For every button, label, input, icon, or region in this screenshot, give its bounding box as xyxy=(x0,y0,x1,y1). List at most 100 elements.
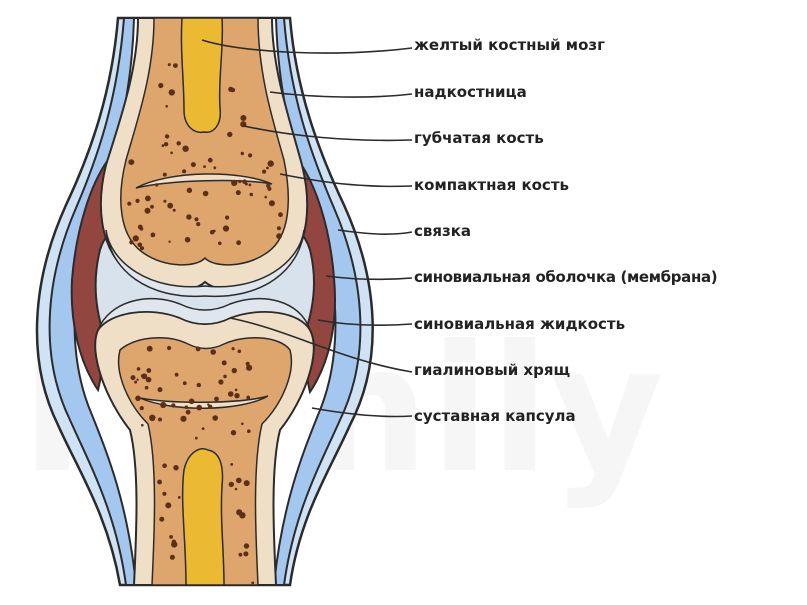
label-ligament: связка xyxy=(414,222,472,240)
label-synovial-membrane: синовиальная оболочка (мембрана) xyxy=(414,268,718,286)
pore-dot xyxy=(167,345,172,351)
pore-dot xyxy=(169,554,175,560)
leader-hyaline-cartilage xyxy=(229,317,413,373)
pore-dot xyxy=(172,208,176,212)
pore-dot xyxy=(157,479,163,485)
pore-dot xyxy=(176,141,181,146)
pore-dot xyxy=(236,477,242,484)
pore-dot xyxy=(242,179,247,184)
pore-dot xyxy=(268,200,275,207)
pore-dot xyxy=(231,179,238,186)
pore-dot xyxy=(194,436,198,440)
label-periosteum: надкостница xyxy=(414,83,527,101)
pore-dot xyxy=(240,115,247,121)
pore-dot xyxy=(163,142,169,147)
pore-dot xyxy=(251,581,255,585)
pore-dot xyxy=(234,388,238,392)
pore-dot xyxy=(266,166,269,170)
pore-dot xyxy=(139,406,144,411)
pore-dot xyxy=(213,166,217,170)
leader-compact-bone xyxy=(279,173,413,188)
pore-dot xyxy=(227,131,233,138)
leader-spongy-bone xyxy=(243,125,413,142)
pore-dot xyxy=(210,349,216,355)
upper-cartilage xyxy=(105,229,305,298)
pore-dot xyxy=(168,240,171,243)
pore-dot xyxy=(170,151,173,155)
pore-dot xyxy=(190,162,196,168)
pore-dot xyxy=(162,463,167,469)
pore-dot xyxy=(228,86,234,92)
pore-dot xyxy=(150,204,154,209)
pore-dot xyxy=(150,232,156,238)
leader-joint-capsule xyxy=(311,407,413,418)
label-spongy-bone: губчатая кость xyxy=(414,129,544,147)
pore-dot xyxy=(165,105,168,108)
pore-dot xyxy=(276,233,282,240)
pore-dot xyxy=(212,415,218,421)
pore-dot xyxy=(267,186,272,191)
pore-dot xyxy=(135,198,140,203)
pore-dot xyxy=(165,502,172,509)
pore-dot xyxy=(173,63,178,68)
pore-dot xyxy=(177,496,181,499)
pore-dot xyxy=(146,345,153,352)
pore-dot xyxy=(180,415,187,422)
pore-dot xyxy=(196,382,201,388)
pore-dot xyxy=(218,379,224,385)
pore-dot xyxy=(221,360,227,366)
pore-dot xyxy=(136,367,141,371)
pore-dot xyxy=(231,347,235,351)
pore-dot xyxy=(194,217,199,222)
label-synovial-fluid: синовиальная жидкость xyxy=(414,315,626,333)
pore-dot xyxy=(230,463,234,466)
pore-dot xyxy=(132,235,139,242)
leader-lines xyxy=(201,39,413,418)
pore-dot xyxy=(164,134,170,139)
pore-dot xyxy=(222,225,230,232)
pore-dot xyxy=(247,429,251,434)
pore-dot xyxy=(167,202,174,209)
pore-dot xyxy=(225,215,230,220)
pore-dot xyxy=(228,481,234,488)
pore-dot xyxy=(196,222,201,227)
pore-dot xyxy=(139,246,145,251)
pore-dot xyxy=(262,169,267,174)
lower-cartilage xyxy=(97,297,311,331)
pore-dot xyxy=(141,423,144,427)
pore-dot xyxy=(145,195,151,202)
pore-dot xyxy=(267,160,274,167)
pore-dot xyxy=(158,82,164,89)
pore-dot xyxy=(161,144,165,148)
pore-dot xyxy=(149,414,156,421)
pore-dot xyxy=(171,541,178,548)
pore-dot xyxy=(185,409,191,415)
pore-dot xyxy=(145,376,152,383)
pore-dot xyxy=(248,153,253,158)
pore-dot xyxy=(196,404,202,411)
pore-dot xyxy=(218,241,222,246)
pore-dot xyxy=(186,214,192,220)
pore-dot xyxy=(212,229,216,233)
pore-dot xyxy=(238,552,243,557)
pore-dot xyxy=(246,395,251,400)
pore-dot xyxy=(130,375,136,381)
pore-dot xyxy=(129,240,134,245)
pore-dot xyxy=(186,187,193,193)
pore-dot xyxy=(202,190,209,197)
pore-dot xyxy=(208,404,213,409)
pore-dot xyxy=(264,195,268,199)
pore-dot xyxy=(184,405,189,410)
pore-dot xyxy=(134,380,138,384)
pore-dot xyxy=(171,403,176,408)
pore-dot xyxy=(240,151,244,156)
pore-dot xyxy=(238,179,242,184)
pore-dot xyxy=(182,381,187,386)
pore-dot xyxy=(235,190,241,196)
leader-synovial-membrane xyxy=(325,275,413,281)
lower-yellow-marrow xyxy=(181,448,225,586)
pore-dot xyxy=(278,212,283,218)
pore-dot xyxy=(140,374,145,378)
pore-dot xyxy=(182,169,187,174)
upper-epiphyseal-line xyxy=(135,173,273,189)
